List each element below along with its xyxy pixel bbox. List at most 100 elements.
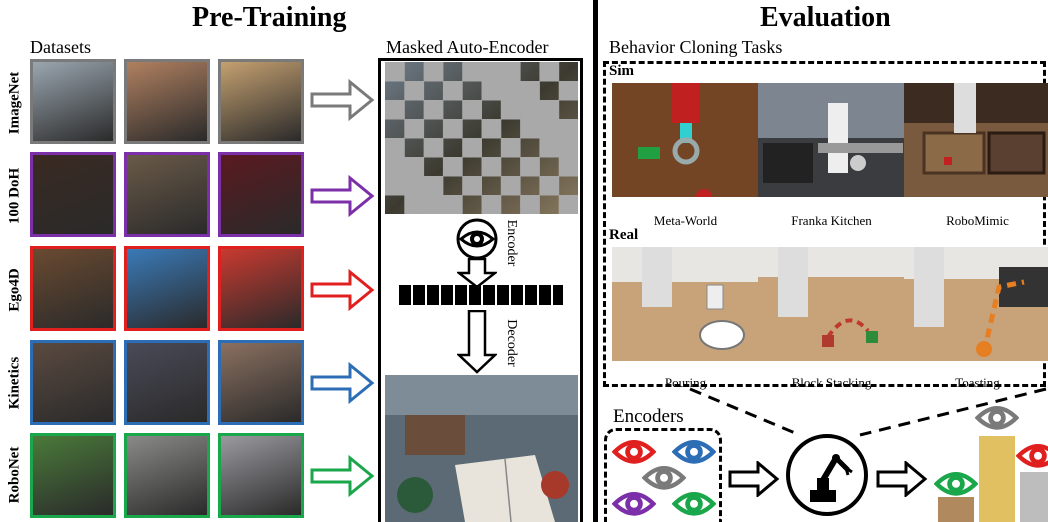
tasks-label: Behavior Cloning Tasks bbox=[609, 37, 783, 57]
mask-patch bbox=[385, 176, 405, 196]
caption-franka-kitchen: Franka Kitchen bbox=[791, 213, 872, 228]
mask-patch bbox=[520, 119, 540, 139]
mask-patch bbox=[500, 176, 521, 196]
mask-patch bbox=[462, 176, 482, 196]
arrow-to-results bbox=[876, 461, 928, 497]
mask-patch bbox=[404, 81, 425, 101]
mask-patch bbox=[404, 176, 425, 196]
real-task-image-block-stacking bbox=[758, 247, 905, 361]
latent-vector bbox=[399, 285, 563, 305]
mask-patch bbox=[558, 138, 578, 158]
encoders-box bbox=[604, 428, 722, 522]
mask-patch bbox=[558, 157, 578, 177]
mask-patch bbox=[481, 119, 502, 139]
mask-patch bbox=[404, 119, 425, 139]
mask-patch bbox=[520, 81, 540, 101]
mask-patch bbox=[442, 81, 463, 101]
sim-task-image-metaworld bbox=[612, 83, 759, 197]
policy-robot-icon bbox=[786, 434, 868, 516]
arrow-ego4d bbox=[310, 268, 375, 312]
mask-patch bbox=[423, 62, 444, 82]
mask-patch bbox=[404, 157, 425, 177]
dataset-thumbnail bbox=[124, 340, 210, 425]
dataset-arrows bbox=[310, 78, 375, 498]
mask-patch bbox=[539, 138, 560, 158]
mask-patch bbox=[558, 81, 578, 101]
caption-toasting: Toasting bbox=[955, 375, 1000, 390]
evaluation-title: Evaluation bbox=[760, 2, 891, 33]
mask-patch bbox=[481, 81, 502, 101]
dataset-thumbnail bbox=[124, 152, 210, 237]
dataset-thumbnail bbox=[30, 59, 116, 144]
dataset-thumbnail bbox=[30, 246, 116, 331]
reconstructed-image bbox=[385, 375, 578, 522]
masked-image bbox=[385, 62, 578, 214]
mask-patch bbox=[442, 195, 463, 214]
decoder-arrow bbox=[457, 310, 497, 374]
mask-patch bbox=[539, 100, 560, 120]
dataset-thumbnail bbox=[218, 152, 304, 237]
dataset-thumbnail bbox=[124, 246, 210, 331]
gray-eye-icon bbox=[975, 405, 1019, 430]
dataset-thumbnail bbox=[30, 152, 116, 237]
dataset-thumbnail bbox=[124, 59, 210, 144]
mask-patch bbox=[500, 100, 521, 120]
mask-patch bbox=[385, 138, 405, 158]
mask-patch bbox=[423, 195, 444, 214]
dataset-thumbnail bbox=[30, 340, 116, 425]
mask-patch bbox=[404, 195, 425, 214]
dataset-thumbnail bbox=[218, 59, 304, 144]
mask-patch bbox=[481, 62, 502, 82]
mask-patch bbox=[442, 119, 463, 139]
sim-label: Sim bbox=[609, 63, 635, 79]
mask-patch bbox=[558, 119, 578, 139]
caption-robomimic: RoboMimic bbox=[946, 213, 1009, 228]
caption-block-stacking: Block Stacking bbox=[791, 375, 872, 390]
tasks-panel bbox=[603, 61, 1046, 387]
mae-label: Masked Auto-Encoder bbox=[386, 37, 549, 57]
mask-patch bbox=[442, 157, 463, 177]
mask-patch bbox=[481, 195, 502, 214]
dataset-thumbnail bbox=[124, 433, 210, 518]
mask-patch bbox=[385, 100, 405, 120]
sim-task-image-franka-kitchen bbox=[758, 83, 905, 197]
mask-patch bbox=[539, 62, 560, 82]
encoder-arrow bbox=[457, 258, 497, 288]
mask-patch bbox=[500, 62, 521, 82]
datasets-label: Datasets bbox=[30, 37, 91, 57]
mask-patch bbox=[520, 195, 540, 214]
gray-eye-icon bbox=[642, 465, 686, 490]
section-divider bbox=[593, 0, 598, 522]
dataset-thumbnail bbox=[218, 433, 304, 518]
sim-task-image-robomimic bbox=[904, 83, 1048, 197]
green-eye-icon bbox=[934, 471, 978, 496]
result-bar-green bbox=[938, 497, 974, 522]
mask-patch bbox=[423, 176, 444, 196]
real-task-image-pouring bbox=[612, 247, 759, 361]
dataset-thumbnail bbox=[30, 433, 116, 518]
arrow-to-policy bbox=[728, 461, 780, 497]
mask-patch bbox=[423, 138, 444, 158]
mask-patch bbox=[500, 138, 521, 158]
purple-eye-icon bbox=[612, 491, 656, 516]
arrow-kinetics bbox=[310, 361, 375, 405]
mask-patch bbox=[520, 100, 540, 120]
caption-pouring: Pouring bbox=[664, 375, 707, 390]
result-bar-gray bbox=[979, 436, 1015, 522]
mask-patch bbox=[558, 195, 578, 214]
mask-patch bbox=[520, 157, 540, 177]
real-task-image-toasting bbox=[904, 247, 1048, 361]
red-eye-icon bbox=[1016, 443, 1048, 468]
mask-patch bbox=[462, 138, 482, 158]
mask-patch bbox=[481, 157, 502, 177]
caption-metaworld: Meta-World bbox=[653, 213, 718, 228]
mask-patch bbox=[385, 62, 405, 82]
mask-patch bbox=[539, 119, 560, 139]
mask-patch bbox=[423, 100, 444, 120]
pretraining-title: Pre-Training bbox=[192, 2, 347, 33]
red-eye-icon bbox=[612, 439, 656, 464]
real-label: Real bbox=[609, 227, 639, 243]
mae-box bbox=[378, 58, 583, 522]
mask-patch bbox=[462, 62, 482, 82]
